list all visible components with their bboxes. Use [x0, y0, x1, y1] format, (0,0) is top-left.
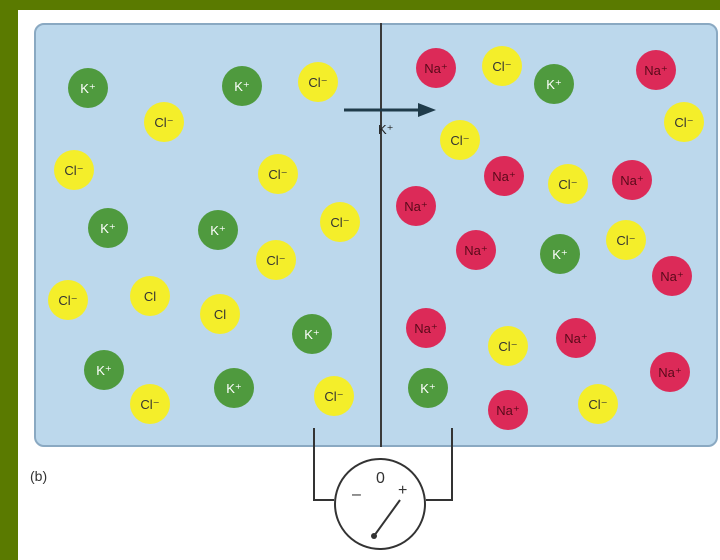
chloride-ion: Cl⁻ [314, 376, 354, 416]
chloride-ion: Cl⁻ [48, 280, 88, 320]
sodium-ion: Na⁺ [650, 352, 690, 392]
chloride-ion: Cl⁻ [440, 120, 480, 160]
chloride-ion: Cl⁻ [54, 150, 94, 190]
potassium-ion: K⁺ [292, 314, 332, 354]
chloride-ion: Cl⁻ [298, 62, 338, 102]
flow-arrow [342, 100, 438, 120]
sodium-ion: Na⁺ [556, 318, 596, 358]
meter-needle [336, 460, 428, 552]
chloride-ion: Cl⁻ [258, 154, 298, 194]
chloride-ion: Cl⁻ [144, 102, 184, 142]
sodium-ion: Na⁺ [406, 308, 446, 348]
flow-label: K⁺ [378, 122, 394, 138]
chloride-ion: Cl⁻ [664, 102, 704, 142]
chloride-ion: Cl⁻ [488, 326, 528, 366]
chloride-ion: Cl⁻ [482, 46, 522, 86]
chloride-ion: Cl [200, 294, 240, 334]
sodium-ion: Na⁺ [488, 390, 528, 430]
sodium-ion: Na⁺ [652, 256, 692, 296]
membrane [380, 23, 382, 447]
sodium-ion: Na⁺ [396, 186, 436, 226]
potassium-ion: K⁺ [408, 368, 448, 408]
potassium-ion: K⁺ [540, 234, 580, 274]
potassium-ion: K⁺ [198, 210, 238, 250]
sodium-ion: Na⁺ [416, 48, 456, 88]
chloride-ion: Cl⁻ [256, 240, 296, 280]
potassium-ion: K⁺ [84, 350, 124, 390]
potassium-ion: K⁺ [534, 64, 574, 104]
potassium-ion: K⁺ [222, 66, 262, 106]
voltmeter: 0 – + [334, 458, 426, 550]
chloride-ion: Cl [130, 276, 170, 316]
potassium-ion: K⁺ [88, 208, 128, 248]
sodium-ion: Na⁺ [612, 160, 652, 200]
chloride-ion: Cl⁻ [320, 202, 360, 242]
sodium-ion: Na⁺ [456, 230, 496, 270]
chloride-ion: Cl⁻ [606, 220, 646, 260]
chloride-ion: Cl⁻ [548, 164, 588, 204]
chloride-ion: Cl⁻ [130, 384, 170, 424]
potassium-ion: K⁺ [68, 68, 108, 108]
chloride-ion: Cl⁻ [578, 384, 618, 424]
sodium-ion: Na⁺ [636, 50, 676, 90]
figure-label: (b) [30, 468, 47, 484]
sodium-ion: Na⁺ [484, 156, 524, 196]
potassium-ion: K⁺ [214, 368, 254, 408]
